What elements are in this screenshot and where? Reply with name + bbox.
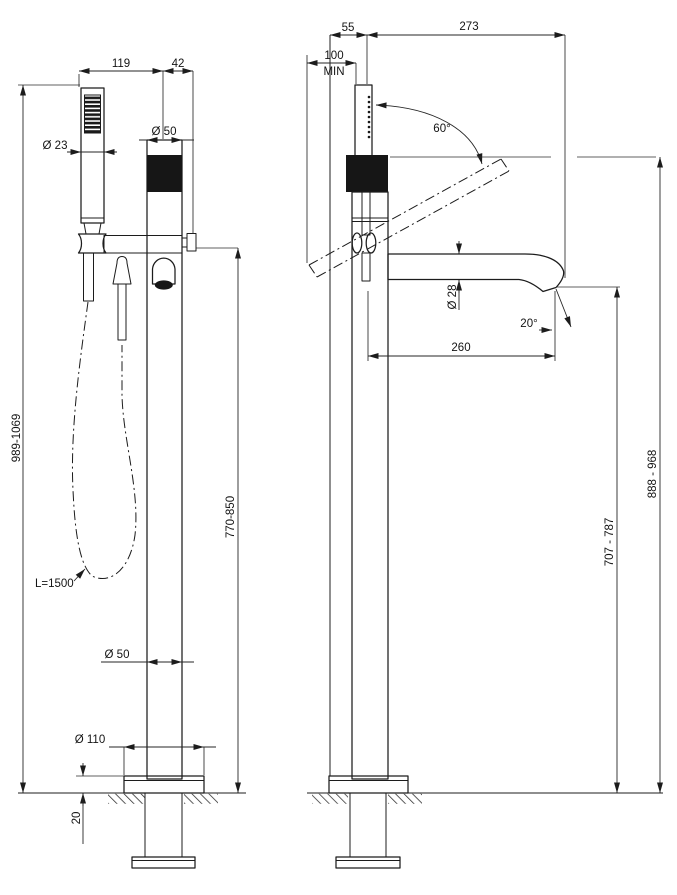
handshower-nozzle-dots — [367, 95, 371, 139]
dim-label-overall-height: 989-1069 — [11, 414, 23, 463]
mixer-handle-band — [147, 155, 182, 192]
dim-label-42: 42 — [172, 58, 185, 70]
dim-label-273: 273 — [459, 21, 478, 33]
mixer-handle-band-side — [346, 155, 388, 192]
hose-length-leader — [73, 568, 86, 582]
dim-label-d110: Ø 110 — [75, 734, 105, 746]
handshower-hose-nipple-side — [361, 252, 371, 282]
dim-label-20: 20 — [71, 812, 83, 825]
holder-bracket-arm — [103, 235, 148, 254]
spout-side — [387, 253, 565, 293]
side-outlet-cap — [186, 233, 197, 252]
floor-hatch — [388, 793, 422, 804]
handshower-tilted-outline — [308, 158, 502, 266]
dim-label-outlet-height: 770-850 — [225, 496, 237, 538]
angle-line-20deg — [555, 288, 572, 328]
dim-label-60deg: 60° — [433, 123, 450, 135]
spout-outlet-opening — [154, 280, 173, 290]
dim-label-55: 55 — [342, 22, 355, 34]
dim-label-d50-bottom: Ø 50 — [105, 649, 130, 661]
dim-label-100: 100 — [324, 50, 343, 62]
side-view — [307, 35, 663, 869]
dim-label-min: MIN — [323, 66, 344, 78]
dim-label-888-968: 888 - 968 — [647, 450, 659, 499]
front-view — [18, 87, 246, 869]
dim-label-707-787: 707 - 787 — [604, 518, 616, 567]
handshower-holder-clamp — [77, 233, 107, 254]
bottom-flange-side — [335, 856, 401, 869]
handshower-handle-side — [361, 191, 371, 236]
handshower-taper — [83, 222, 102, 235]
handshower-tilted-endcap — [308, 264, 318, 278]
holder-pivot — [365, 232, 377, 254]
bottom-flange — [131, 856, 196, 869]
floor-hatch — [184, 793, 218, 804]
flexible-hose — [71, 301, 137, 579]
dim-label-hose-length: L=1500 — [35, 578, 74, 590]
dim-label-d50-top: Ø 50 — [152, 126, 177, 138]
floor-hatch — [108, 793, 145, 804]
angle-arc-60 — [375, 102, 483, 165]
handshower-spray-face — [84, 94, 101, 134]
dim-label-260: 260 — [451, 342, 470, 354]
dim-label-20deg: 20° — [520, 318, 537, 330]
side-outlet-neck — [181, 237, 188, 248]
hose-connector-stem — [117, 283, 127, 341]
dim-label-d23: Ø 23 — [43, 140, 68, 152]
hose-cone-connector — [112, 256, 132, 285]
spout-front — [151, 257, 176, 285]
dim-label-d28: Ø 28 — [447, 285, 459, 310]
dim-label-119: 119 — [112, 58, 130, 70]
handshower-side — [354, 84, 373, 157]
front-view-dimensions: 989-1069 119 42 Ø 23 Ø 50 770-850 L=1500… — [11, 58, 241, 844]
handshower-tilted-endcap — [500, 158, 510, 172]
handshower-tilted-outline — [316, 170, 510, 278]
handshower-hose-nipple — [83, 252, 94, 302]
floor-hatch — [312, 793, 348, 804]
side-view-dimensions: 55 273 100 MIN 60° Ø 28 20° 260 707 - 78… — [306, 21, 663, 793]
holder-pivot — [351, 232, 363, 254]
